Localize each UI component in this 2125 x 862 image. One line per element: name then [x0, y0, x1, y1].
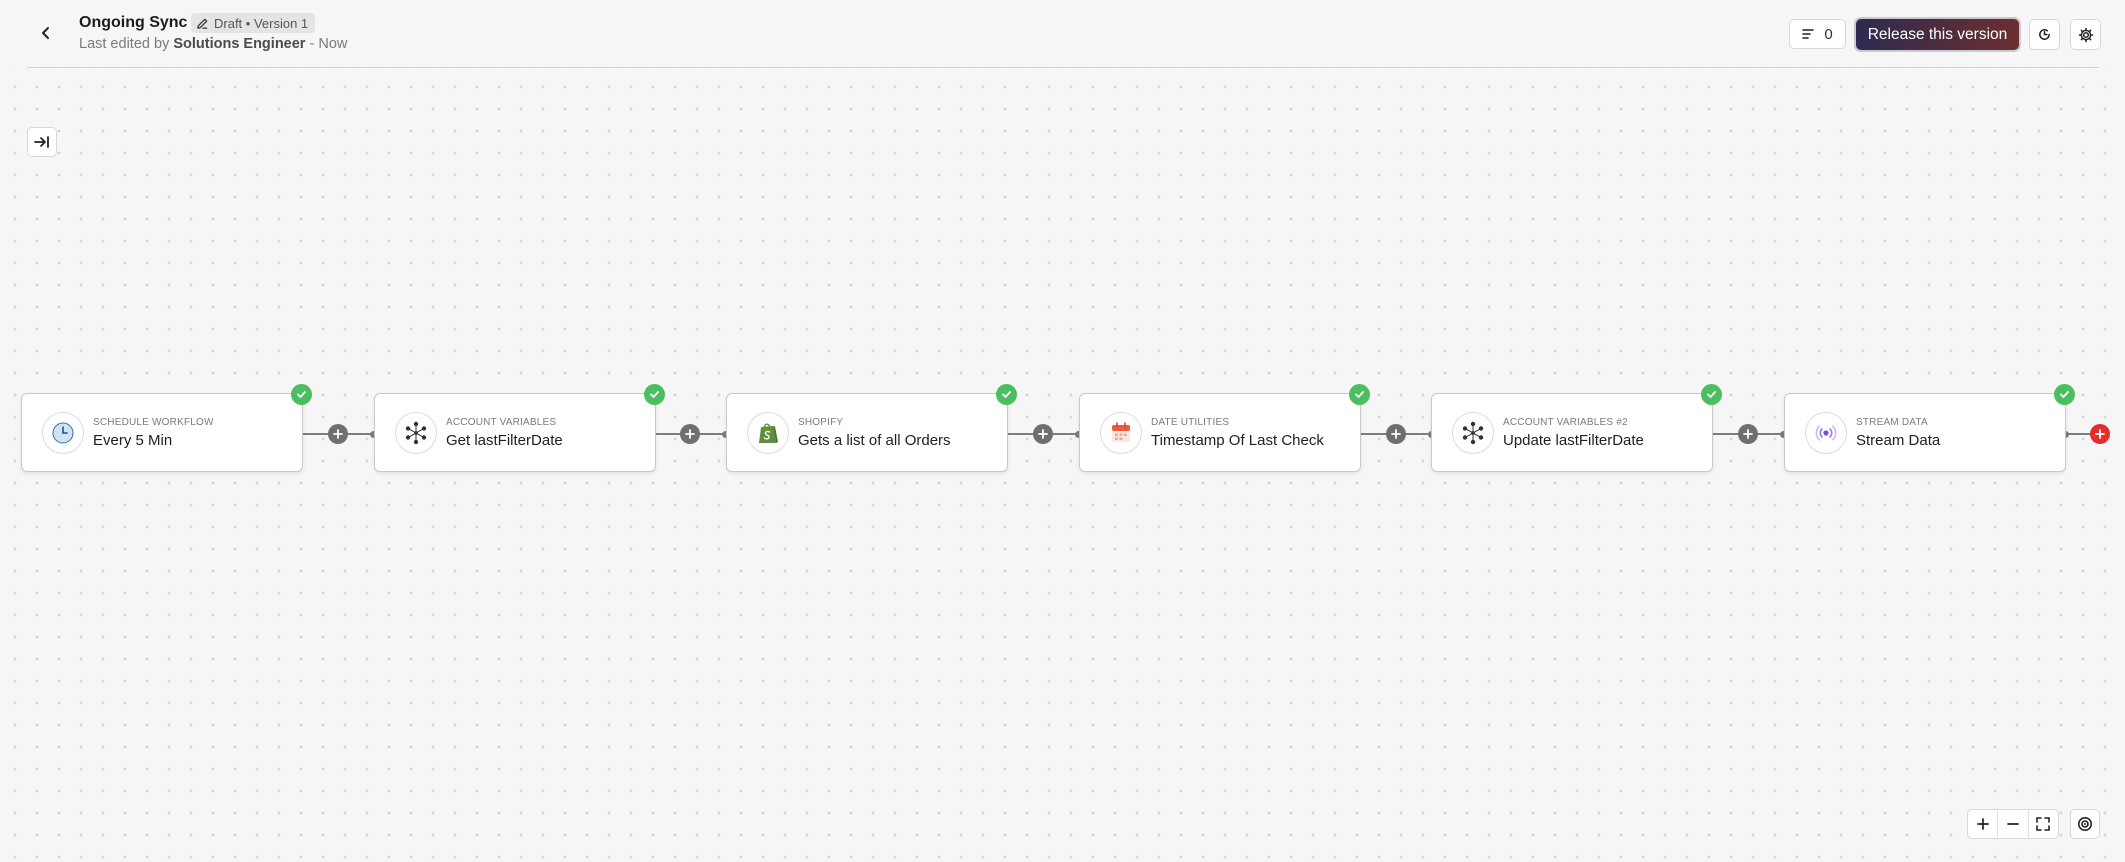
draft-version-badge[interactable]: Draft • Version 1 — [191, 13, 316, 33]
settings-button[interactable] — [2070, 19, 2101, 50]
add-step-button[interactable] — [1386, 424, 1406, 444]
pencil-icon — [197, 18, 208, 29]
add-step-button[interactable] — [1033, 424, 1053, 444]
step-category: SHOPIFY — [798, 417, 844, 428]
step-name: Timestamp Of Last Check — [1151, 432, 1324, 449]
step-category: STREAM DATA — [1856, 417, 1928, 428]
notes-count: 0 — [1824, 25, 1833, 43]
step-category: ACCOUNT VARIABLES #2 — [1503, 417, 1628, 428]
plus-icon — [1038, 429, 1048, 439]
last-edited-user: Solutions Engineer — [173, 36, 306, 52]
add-step-button[interactable] — [328, 424, 348, 444]
check-icon — [996, 384, 1017, 405]
chevron-left-icon — [42, 27, 49, 39]
history-icon — [2039, 29, 2050, 40]
arrow-to-right-icon — [34, 136, 49, 148]
release-version-button[interactable]: Release this version — [1856, 19, 2019, 50]
plus-icon — [685, 429, 695, 439]
step-category: SCHEDULE WORKFLOW — [93, 417, 214, 428]
last-edited-prefix: Last edited by — [79, 36, 170, 52]
step-card-stream-data[interactable]: STREAM DATA Stream Data — [1784, 384, 2075, 472]
check-icon — [644, 384, 665, 405]
top-bar — [0, 0, 2125, 66]
notes-button[interactable]: 0 — [1789, 19, 1846, 49]
step-name: Update lastFilterDate — [1503, 432, 1644, 449]
recenter-button[interactable] — [2070, 809, 2100, 839]
last-edited-text: Last edited by Solutions Engineer - Now — [79, 36, 347, 52]
step-card-schedule[interactable]: SCHEDULE WORKFLOW Every 5 Min — [21, 384, 312, 472]
step-name: Every 5 Min — [93, 432, 173, 449]
history-button[interactable] — [2029, 19, 2060, 50]
notes-icon — [1802, 29, 1815, 39]
zoom-in-button[interactable] — [1968, 810, 1999, 838]
zoom-out-button[interactable] — [1998, 810, 2029, 838]
step-card-account-variables[interactable]: ACCOUNT VARIABLES Get lastFilterDate — [374, 384, 665, 472]
plus-icon — [1976, 818, 1989, 830]
minus-icon — [2007, 823, 2019, 825]
clock-icon — [42, 412, 84, 454]
step-card-shopify[interactable]: SHOPIFY Gets a list of all Orders — [726, 384, 1017, 472]
stream-icon — [1805, 412, 1847, 454]
plus-icon — [2095, 429, 2105, 439]
add-step-button[interactable] — [1738, 424, 1758, 444]
variables-icon — [395, 412, 437, 454]
last-edited-time: - Now — [309, 36, 348, 52]
plus-icon — [333, 429, 343, 439]
connector-line — [2065, 433, 2102, 435]
connector-handle — [1780, 431, 1787, 438]
connector-handle — [722, 431, 729, 438]
step-category: ACCOUNT VARIABLES — [446, 417, 557, 428]
variables-icon — [1452, 412, 1494, 454]
step-name: Stream Data — [1856, 432, 1941, 449]
check-icon — [1701, 384, 1722, 405]
plus-icon — [1391, 429, 1401, 439]
header-divider — [27, 67, 2099, 68]
check-icon — [291, 384, 312, 405]
add-final-step-button[interactable] — [2090, 424, 2110, 444]
fullscreen-icon — [2036, 817, 2051, 831]
expand-panel-button[interactable] — [27, 127, 57, 157]
step-name: Gets a list of all Orders — [798, 432, 951, 449]
target-icon — [2078, 817, 2092, 831]
calendar-icon — [1100, 412, 1142, 454]
workflow-title: Ongoing Sync — [79, 14, 188, 31]
add-step-button[interactable] — [680, 424, 700, 444]
step-name: Get lastFilterDate — [446, 432, 563, 449]
zoom-controls — [1967, 809, 2059, 839]
connector-handle — [1075, 431, 1082, 438]
shopify-icon — [747, 412, 789, 454]
check-icon — [1349, 384, 1370, 405]
check-icon — [2054, 384, 2075, 405]
fit-view-button[interactable] — [2029, 810, 2058, 838]
step-card-date-utilities[interactable]: DATE UTILITIES Timestamp Of Last Check — [1079, 384, 1370, 472]
draft-version-label: Draft • Version 1 — [214, 15, 309, 31]
plus-icon — [1743, 429, 1753, 439]
connector-handle — [370, 431, 377, 438]
step-card-account-variables-2[interactable]: ACCOUNT VARIABLES #2 Update lastFilterDa… — [1431, 384, 1722, 472]
gear-icon — [2078, 27, 2093, 42]
step-category: DATE UTILITIES — [1151, 417, 1230, 428]
back-button[interactable] — [31, 18, 61, 48]
